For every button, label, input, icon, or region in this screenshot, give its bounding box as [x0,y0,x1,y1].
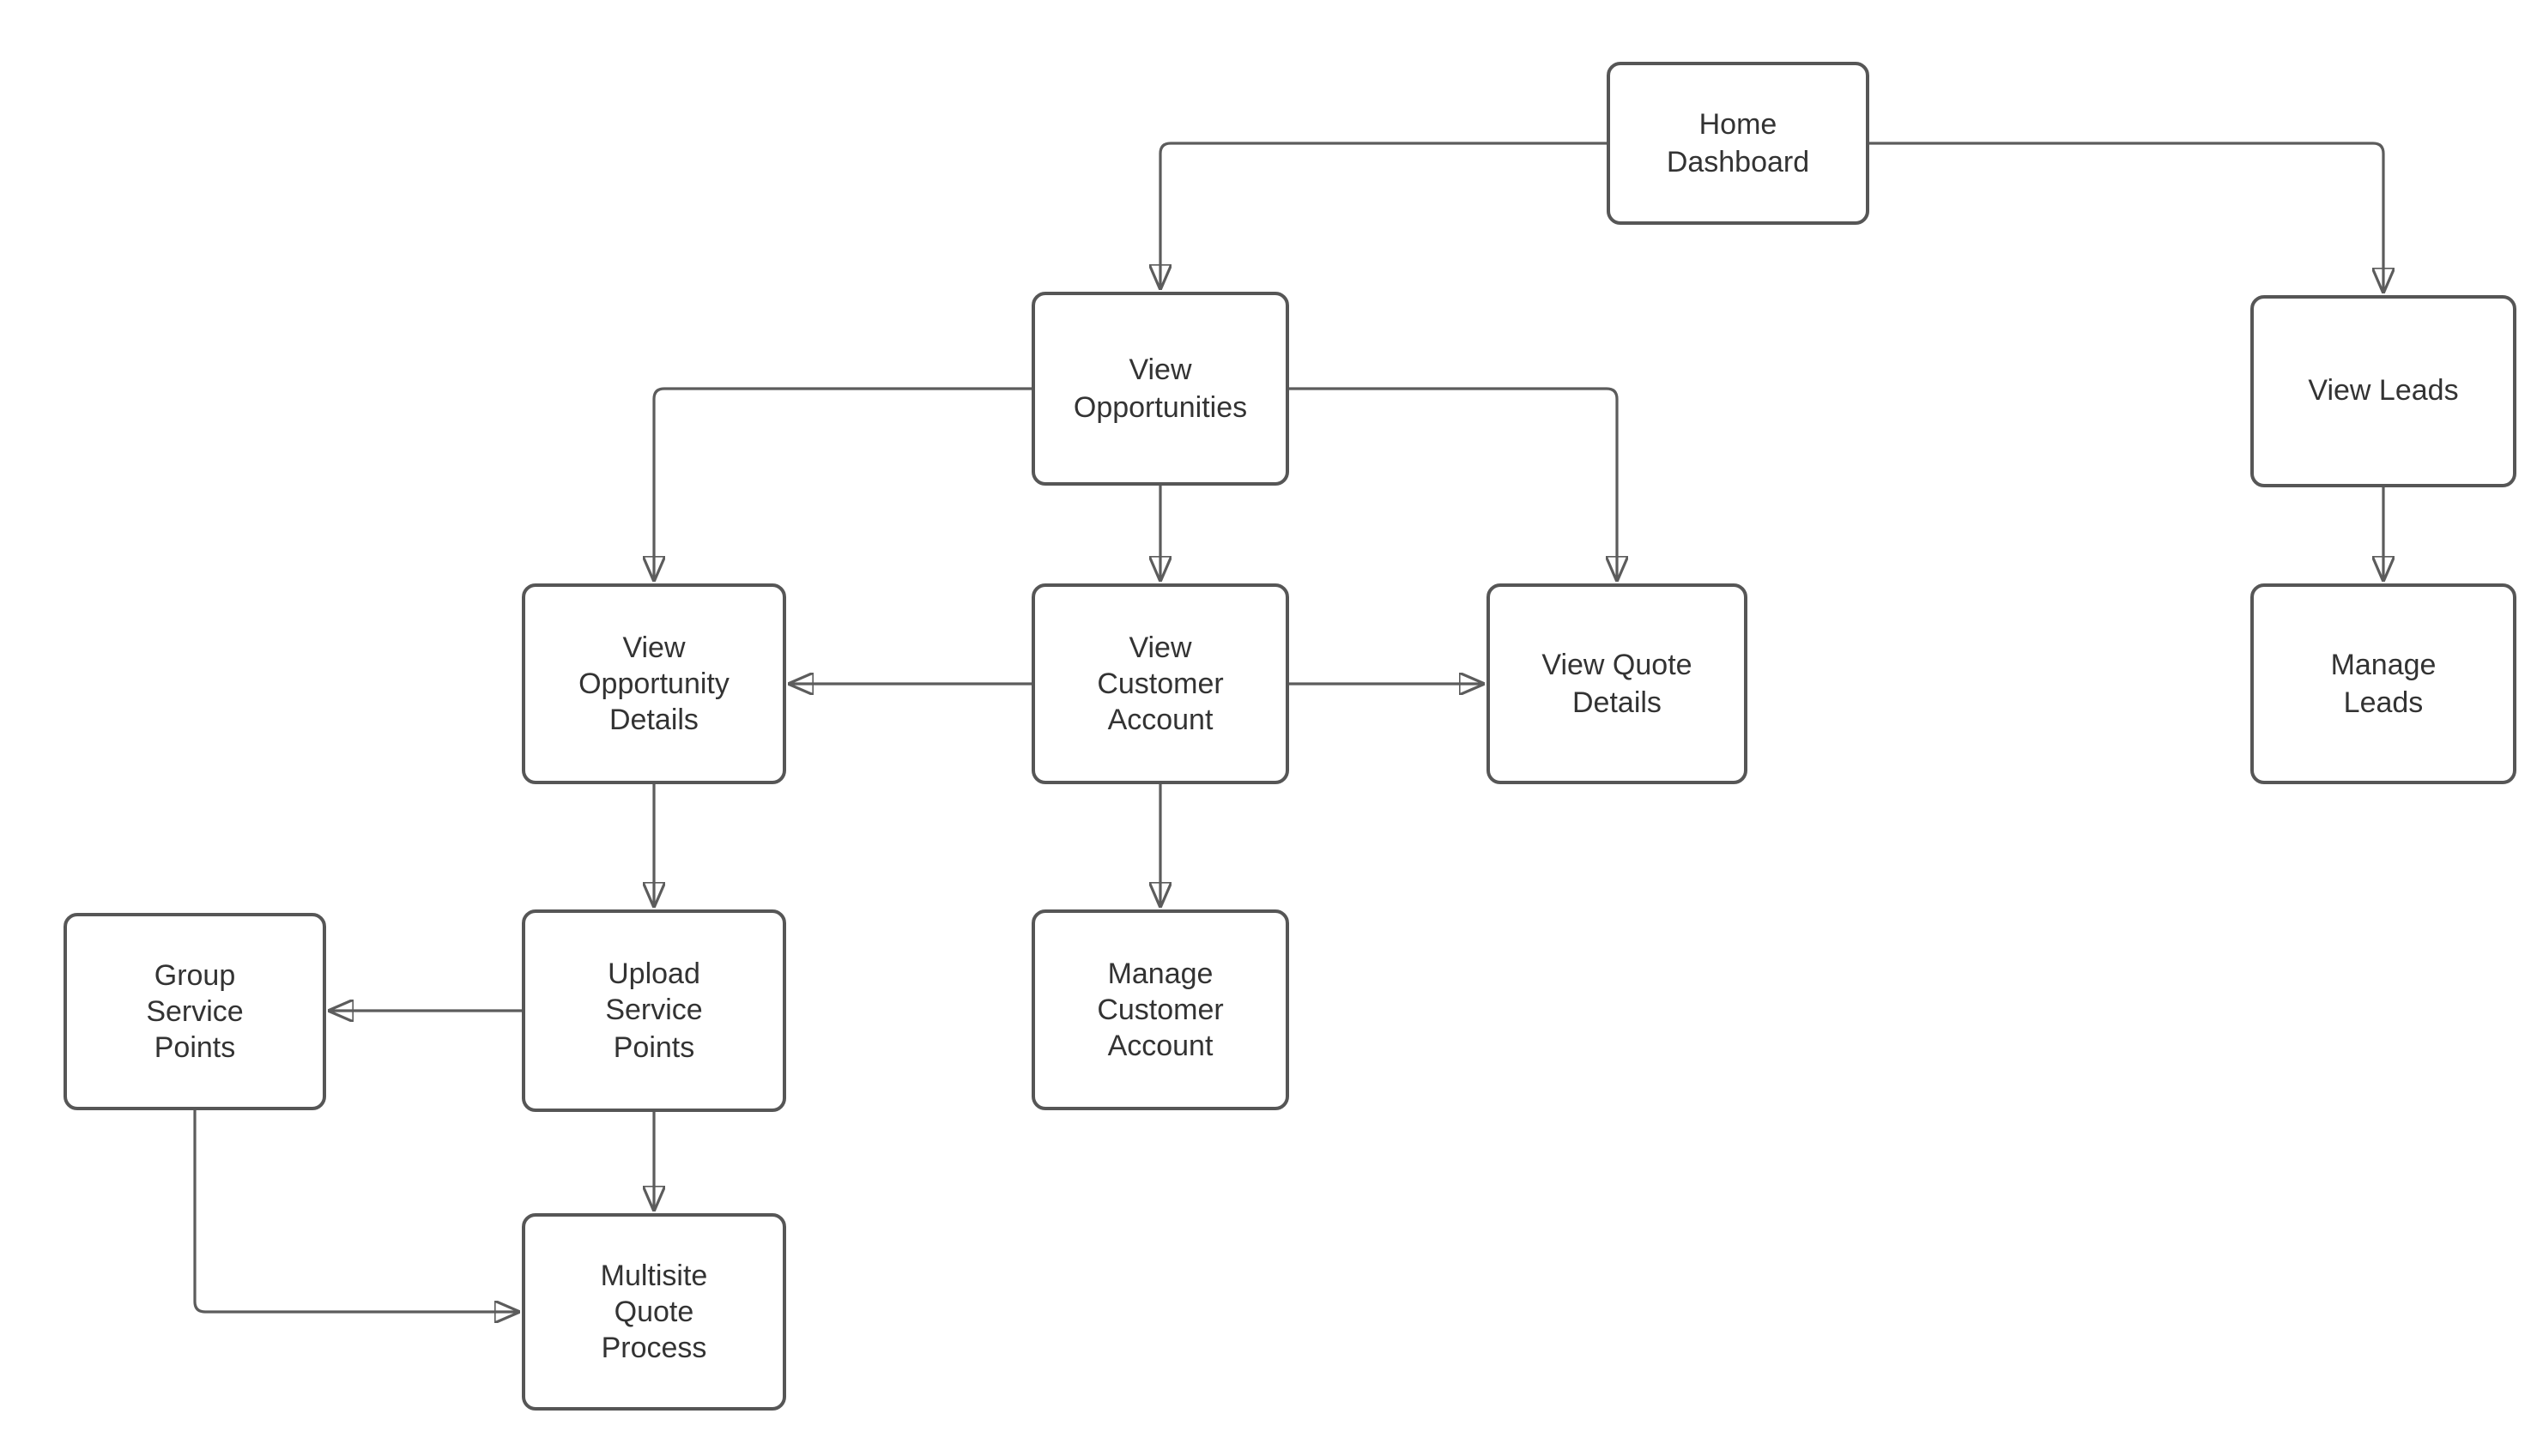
node-view-opportunities[interactable]: View Opportunities [1032,292,1289,486]
node-multisite-quote-process-label: Multisite Quote Process [600,1259,708,1365]
node-home-dashboard[interactable]: Home Dashboard [1607,62,1869,225]
node-home-dashboard-label: Home Dashboard [1666,108,1810,178]
node-view-customer-account[interactable]: View Customer Account [1032,583,1289,784]
edge-group-service-points-multisite-quote-process [193,1110,520,1312]
node-view-leads-label: View Leads [2308,374,2459,408]
node-manage-leads[interactable]: Manage Leads [2250,583,2516,784]
node-upload-service-points[interactable]: Upload Service Points [522,909,786,1112]
node-manage-leads-label: Manage Leads [2330,649,2437,719]
edge-home-dashboard-view-leads [1869,142,2383,293]
edge-home-dashboard-view-opportunities [1160,142,1607,290]
node-group-service-points-label: Group Service Points [146,958,244,1065]
edge-view-opportunities-view-opportunity-details [654,387,1032,582]
node-view-opportunity-details[interactable]: View Opportunity Details [522,583,786,784]
node-view-customer-account-label: View Customer Account [1097,631,1224,737]
node-manage-customer-account[interactable]: Manage Customer Account [1032,909,1289,1110]
node-view-opportunities-label: View Opportunities [1073,353,1248,424]
node-multisite-quote-process[interactable]: Multisite Quote Process [522,1213,786,1411]
node-view-opportunity-details-label: View Opportunity Details [578,631,730,737]
node-view-quote-details-label: View Quote Details [1541,649,1692,719]
node-view-quote-details[interactable]: View Quote Details [1486,583,1747,784]
node-group-service-points[interactable]: Group Service Points [64,913,326,1110]
edge-view-opportunities-view-quote-details [1289,387,1617,582]
node-manage-customer-account-label: Manage Customer Account [1097,957,1224,1063]
node-view-leads[interactable]: View Leads [2250,295,2516,487]
node-upload-service-points-label: Upload Service Points [605,958,703,1064]
